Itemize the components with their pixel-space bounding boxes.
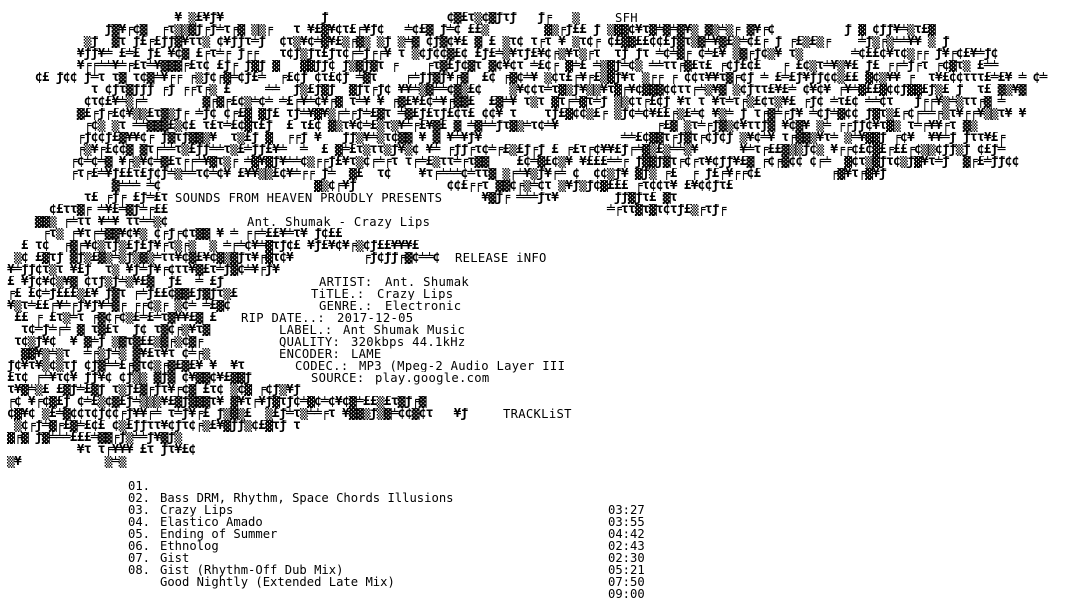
ascii-art-row: ¢τ¢£¥╧▒╒╧ ▓╒▓╒£¢▒╧¢╧ ╧£╒¥╧¢¥╒▓ τ╧¥ ¥ ╒▓£… — [0, 96, 1006, 108]
info-label-encoder: ENCODER: — [278, 347, 342, 361]
list-item: 06. Gist 05:21 — [128, 528, 658, 576]
ascii-art-row: ££ ╒ £τ▒╧τ ╒▓¢╒¢▒£╧£╧τ▓¥¥£▓ £ — [0, 312, 217, 324]
ascii-art-row: τ¢▒ƒ¥¢ ¥ ▓╧ƒ ▒▓τ▓££▒▓╒▒¢▓╒ — [0, 336, 203, 348]
info-value-label: Ant Shumak Music — [342, 323, 467, 337]
track-duration: 02:30 — [608, 551, 645, 565]
track-title: Elastico Amado — [160, 515, 263, 529]
track-number: 02. — [128, 491, 151, 505]
info-value-encoder: LAME — [350, 347, 383, 361]
ascii-art-row: ¥τ τ╒¥¥¥ £τ ƒτ¥£¢ — [0, 444, 196, 456]
track-title: Crazy Lips — [160, 503, 234, 517]
info-label-source: SOURCE: — [310, 371, 366, 385]
info-value-title: Crazy Lips — [376, 287, 455, 301]
info-label-codec: CODEC.: — [294, 359, 350, 373]
ascii-art-row: ¥ ▒£¥ƒ¥ ƒ ¢▓£τ▒¢▓ƒτƒ ƒ╒ ▒ — [0, 12, 580, 24]
tracklist-header: TRACKLiST — [502, 407, 573, 421]
list-item: 07. Gist (Rhythm-Off Dub Mix) 07:50 — [128, 540, 658, 588]
track-number: 03. — [128, 503, 151, 517]
track-duration: 02:43 — [608, 539, 645, 553]
track-duration: 03:55 — [608, 515, 645, 529]
track-duration: 05:21 — [608, 563, 645, 577]
track-duration: 03:27 — [608, 503, 645, 517]
ascii-art-row: ▓▓▒ ╒╧ττ ¥╧¥ ττ╧╧▒¢ — [0, 216, 175, 228]
info-value-genre: Electronic — [384, 299, 463, 313]
ascii-art-row: £ ¥ƒ¢¥¢▒¥▓ ¢τƒ▒ƒ╧▒¥£▓ ƒ£ ╧ £ƒ — [0, 276, 231, 288]
info-label-artist: ARTIST: — [318, 275, 374, 289]
list-item: 08. Good Nightly (Extended Late Mix) 09:… — [128, 552, 658, 600]
ascii-art-row: ▓╧╧╧ ╧¢ ▓▒¢╒¥ƒ ¢¢£╒╒τ ▓▓¢╒▒╧¢τ ▒¥ƒ▒ƒ¢▓££… — [0, 180, 734, 192]
presents-line: SOUNDS FROM HEAVEN PROUDLY PRESENTS — [174, 191, 444, 205]
track-title: Gist (Rhythm-Off Dub Mix) — [160, 563, 344, 577]
info-value-source: play.google.com — [374, 371, 491, 385]
track-duration: 09:00 — [608, 587, 645, 601]
list-item: 02. Crazy Lips 03:55 — [128, 480, 658, 528]
list-item: 05. Ethnolog 02:30 — [128, 516, 658, 564]
track-number: 07. — [128, 551, 151, 565]
info-label-genre: GENRE.: — [318, 299, 374, 313]
ascii-art-logo: ¥ ▒£¥ƒ¥ ƒ ¢▓£τ▒¢▓ƒτƒ ƒ╒ ▒ ƒ▓¥╒¢▓ ╒τ▒▒▓ƒ╒… — [0, 12, 1054, 468]
ascii-art-row: ▓▓¥▒╧▒τ ╧╒▒ƒ╧▒ ▓¥£τ¥τ ¢╧╒▒ — [0, 348, 210, 360]
ascii-art-row: ¢▓¥¢ ▒£╧▓¢¢τ¢ƒ¢¢╒ƒ¥¥╒╧ τ╧ƒ¥╒£ ƒ▒▓▒£ ▒£ƒ╧… — [0, 408, 468, 420]
ascii-art-row: ¢£ ƒ¢¢ ƒ╧τ τ▓ τ¢▓╧¥╒╒ ╒▒ƒ¢╒▓╧¢ƒ£╧ ╒£¢ƒ ¢… — [0, 72, 1054, 84]
ascii-art-row: ¥ƒƒ¥╧ £╧£ ƒ£ ¥¢▓ £╒τ╧╒ ƒ╒╒ τ¢ƒ▒ƒτ£ƒτ¢╒╧ƒ… — [0, 48, 999, 60]
info-value-quality: 320kbps 44.1kHz — [350, 335, 467, 349]
list-item: 04. Ending of Summer 02:43 — [128, 504, 658, 552]
ascii-art-row: ▒¥ ▒╧▒ — [0, 456, 126, 468]
ascii-art-row: ╒£ £¢╧ƒ£££▒£¥ ƒ▓τ ╒╧ƒ££¢▓▓£ƒ▓ƒτ▒£ — [0, 288, 238, 300]
release-title: Ant. Shumak - Crazy Lips — [246, 215, 432, 229]
ascii-art-row: ▒¢╒ƒ╧▓╒£▓╧£¢£ ¢▒£ƒƒττ¥¢ƒτ¢╒▒£¥▓ƒƒ▒¢£▓τƒ … — [0, 420, 301, 432]
track-number: 08. — [128, 563, 151, 577]
group-tag: SFH — [614, 11, 639, 25]
track-title: Good Nightly (Extended Late Mix) — [160, 575, 395, 589]
list-item: 01. Bass DRM, Rhythm, Space Chords Illus… — [128, 468, 658, 516]
ascii-art-row: τ£ ╒ƒ╒ £ƒ╧£τ ¥▓ƒ╒ ╧╧╧ƒτ¥ ƒƒ▓ƒτ£ ▓τ — [83, 192, 678, 204]
ascii-art-row: ▓£╒ƒ╒£¢¥▒▒£τ▓▒ƒ╒ ╧ƒ¢ ¢╒£▓ ▓ƒ£ τƒ╧¥▓¥▒╒╧╒… — [0, 108, 1033, 120]
ascii-art-row: ¥▒τ╧££╒¥╧╒ƒ¥ƒ¥╧▓╒ ╒╒¢▒╒ ▒¢╧ ╧£▓¢ — [0, 300, 231, 312]
list-item: 03. Elastico Amado 04:42 — [128, 492, 658, 540]
ascii-art-row: ╒ƒ¢¢ƒ£▓¥¥¢╒ ƒ▓τƒ▓▓▒¥ τ▒£ƒ ▓ ╒╒ƒ ¥ ƒƒ▒¥╧▒… — [0, 132, 1006, 144]
ascii-art-row: ▒¢ £▓τƒ ▓ƒ▒£▓▒╧▒ƒ▒▓▒╧ττ¥¢▓£¥¢▓▒▓ƒτ¥╒▓τ¢¥… — [0, 252, 447, 264]
ascii-art-row: ƒ¢¥τ¥▒¢▒τƒ ¢ƒ▓╧╧£╒▓τ¢▒╒▓£▓£¥ ¥ ¥τ — [0, 360, 252, 372]
ascii-art-row: ╒τ╒£╧¥ƒ££τ£ƒ¢ƒ╧▒╧╧τ¢╧¢¥ £¥¥▒▒£¢¥╧╒╒ ƒ╧ ▓… — [0, 168, 894, 180]
release-info-header: RELEASE iNFO — [454, 251, 548, 265]
info-value-artist: Ant. Shumak — [384, 275, 471, 289]
ascii-art-row: ╒¢ ¥╒¢▓£ƒ ¢╧£▒¢▓£ƒ╧▒▒▒¥£▓ƒ▓▓▓τ¥ ▓¥τ╒¥ƒ▓τ… — [0, 396, 426, 408]
ascii-art-row: τ¢╧ƒ╧╒╧ ▓ τ▓£τ ƒ¢ τ▓¢╒▒¥τ▓ — [0, 324, 210, 336]
ascii-art-row: ¢£ττ▓╒ ╧¥£╧▓ƒ╧╒££ ╧╒ττ▓τ▓τ¢τƒ£▒╒τƒ╒ — [0, 204, 733, 216]
ascii-art-row: ╒¢╧¢╧▓ ¥╒▒¥¢╧▓£τ╒╒╧¥▓τ▒╒ ╧▓¥▓ƒ¥╧╧¢▒╒╒ƒ£¥… — [0, 156, 1026, 168]
info-label-rip-date: RIP DATE..: — [240, 311, 327, 325]
ascii-art-row: ╒τ▒ ╒¥τ╒╧▓▓¥¢¥▒ ¢╒ƒ╒¢τ▓▓ ¥ ╧ ╒╒╧££¥╧τ¥ ƒ… — [0, 228, 343, 240]
info-label-label: LABEL.: — [278, 323, 334, 337]
track-duration: 04:42 — [608, 527, 645, 541]
ascii-art-row: £τ¢ ╒╧¥τ¢¥ ƒƒ¥¢ ¢ƒ▒▒ ▓ƒ▓ ¢¥▓▓¢¥£▓▓ƒ — [0, 372, 252, 384]
ascii-art-row: ƒ▓¥╒¢▓ ╒τ▒▒▓ƒ╒ƒ╧τ╒▓ ▒▒╒ τ ¥£▓¥¢τ£╒¥ƒ¢ ╧¢… — [0, 24, 936, 36]
track-title: Ethnolog — [160, 539, 219, 553]
info-label-quality: QUALITY: — [278, 335, 342, 349]
track-title: Bass DRM, Rhythm, Space Chords Illusions — [160, 491, 454, 505]
ascii-art-row: ¥╒╒╧╧¥╧╒£τ╧¥▓▓▓╒£τ¢ £ƒ╒ ƒ▓ƒ ▓ ▓▓ƒƒ¢ ƒ▒▓ƒ… — [0, 60, 999, 72]
ascii-art-row: ▓╒▓ ƒ▓╧╧╧£££╧▓▓╒ƒ▒╧╧ƒ¥▓ƒ▒ — [0, 432, 182, 444]
track-number: 04. — [128, 515, 151, 529]
track-title: Gist — [160, 551, 190, 565]
info-value-rip-date: 2017-12-05 — [336, 311, 415, 325]
ascii-art-row: £ τ¢ ╒▓╒¥¢▒τƒ▒£ƒ£ƒ¥╒τ▒╒▒ ▒ ╧╒╧¢¥╧▓τƒ¢£ ¥… — [0, 240, 420, 252]
info-label-title: TiTLE.: — [310, 287, 366, 301]
ascii-art-row: ╒¢▒ ▒τ ╧╧▓▓▓£▒¢£ τ£τ╧£¢▓τ£ƒ £ τ£¢ ▓▒τ¥¢╧… — [0, 120, 978, 132]
ascii-art-row: τ¥▓╧▒£ £▓ƒ╧£▓ƒ τ▒ƒ£▓╒ƒτ¥╒¢▓ £τ¢ ▒¢▓ ╒¢ƒ▒… — [0, 384, 301, 396]
ascii-art-row: ╒▒¥╒£¢¢▓ ▓τ╒╧╧τ▒£ƒƒ╧╧τ▒£╧ƒƒ£¥╧ ╧ £ ▓╧£τ▒… — [0, 144, 1006, 156]
track-number: 01. — [128, 479, 151, 493]
ascii-art-row: τ ¢ƒτ▓ƒƒƒ ╒ƒ ╒╒τ╒▒ £ ╧╧ ƒ▒£ƒ▓ƒ ▓ƒτ╒ƒ¢ ¥¥… — [0, 84, 1027, 96]
track-duration: 07:50 — [608, 575, 645, 589]
track-title: Ending of Summer — [160, 527, 278, 541]
track-number: 05. — [128, 527, 151, 541]
ascii-art-row: ▒ƒ ▓τ ƒ£╒£ƒƒ▓¥ττ▒ ¢¥ƒƒτ╧ƒ ¢τ▒¥¢╧▓¥£▒╒▓▒ … — [0, 36, 956, 48]
info-value-codec: MP3 (Mpeg-2 Audio Layer III — [358, 359, 567, 373]
track-number: 06. — [128, 539, 151, 553]
ascii-art-row: ¥╧ƒƒ¢τ▒τ ¥£ƒ τ▒ ¥ƒ╧ƒ¥╒¢ττ¥▓£τ╧ƒ▓¢╧¥╒ƒ¥ — [0, 264, 280, 276]
nfo-document: ¥ ▒£¥ƒ¥ ƒ ¢▓£τ▒¢▓ƒτƒ ƒ╒ ▒ ƒ▓¥╒¢▓ ╒τ▒▒▓ƒ╒… — [0, 11, 1054, 600]
